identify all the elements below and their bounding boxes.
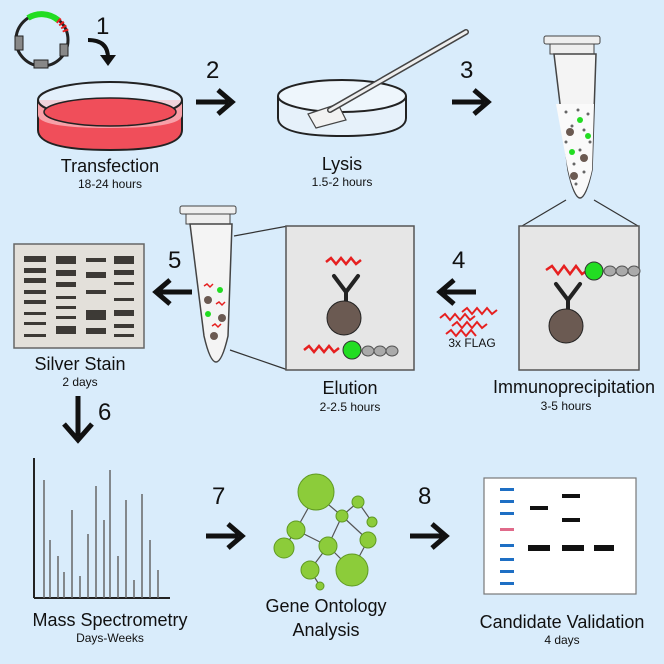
arrow-right-icon xyxy=(196,88,236,116)
step-4-number: 4 xyxy=(452,247,465,274)
silver-stain-gel xyxy=(13,243,145,349)
mass-spectrum-plot xyxy=(33,458,170,599)
arrow-right-icon xyxy=(452,88,492,116)
step-8-number: 8 xyxy=(418,483,431,510)
elution-panel xyxy=(285,225,415,371)
plasmid-icon xyxy=(14,11,70,69)
curved-arrow-icon xyxy=(87,38,116,66)
arrow-down-icon xyxy=(62,396,94,444)
step-6-duration: 2 days xyxy=(62,375,97,389)
step-2-title: Lysis xyxy=(322,154,362,174)
microcentrifuge-tube-icon xyxy=(543,35,601,199)
flag-label: 3x FLAG xyxy=(448,336,495,350)
step-7-title: Mass Spectrometry xyxy=(32,610,187,630)
arrow-left-icon xyxy=(436,278,476,306)
lysis-dish-icon xyxy=(277,29,469,138)
step-2-duration: 1.5-2 hours xyxy=(312,175,373,189)
step-5-number: 5 xyxy=(168,247,181,274)
validation-duration: 4 days xyxy=(544,633,579,647)
step-1-number: 1 xyxy=(96,13,109,40)
step-5-duration: 2-2.5 hours xyxy=(320,400,381,414)
step-1-title: Transfection xyxy=(61,156,159,176)
step-1-duration: 18-24 hours xyxy=(78,177,142,191)
step-2-number: 2 xyxy=(206,57,219,84)
flag-peptide-icon xyxy=(439,306,498,338)
gene-ontology-network xyxy=(273,473,378,591)
western-blot xyxy=(483,477,637,595)
immunoprecipitation-panel xyxy=(518,225,641,371)
step-8-title-line2: Analysis xyxy=(292,620,359,640)
step-8-title-line1: Gene Ontology xyxy=(265,596,386,616)
step-4-duration: 3-5 hours xyxy=(541,399,592,413)
step-3-number: 3 xyxy=(460,57,473,84)
step-6-number: 6 xyxy=(98,399,111,426)
arrow-right-icon xyxy=(206,522,246,550)
step-7-number: 7 xyxy=(212,483,225,510)
step-7-duration: Days-Weeks xyxy=(76,631,144,645)
validation-title: Candidate Validation xyxy=(480,612,645,632)
step-5-title: Elution xyxy=(322,378,377,398)
arrow-left-icon xyxy=(152,278,192,306)
arrow-right-icon xyxy=(410,522,450,550)
culture-dish-icon xyxy=(37,81,183,152)
elution-tube-icon xyxy=(179,205,237,363)
step-4-title: Immunoprecipitation xyxy=(493,377,655,397)
step-6-title: Silver Stain xyxy=(34,354,125,374)
